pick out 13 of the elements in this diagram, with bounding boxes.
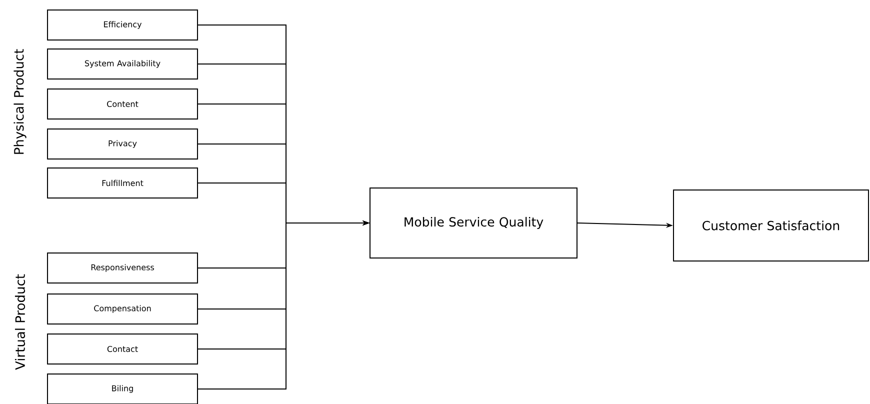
factor-box: Compensation: [47, 294, 198, 324]
factor-box: Responsiveness: [47, 252, 198, 284]
factor-box: Biling: [47, 374, 198, 404]
group-label: Virtual Product: [14, 274, 26, 370]
factor-box: Content: [47, 88, 198, 120]
factor-box: Fulfillment: [47, 168, 198, 198]
concept-box: Customer Satisfaction: [673, 190, 869, 262]
concept-box: Mobile Service Quality: [370, 188, 578, 258]
factor-box: System Availability: [47, 48, 198, 80]
factor-box: Contact: [47, 334, 198, 364]
factor-box: Efficiency: [47, 10, 198, 40]
factor-box: Privacy: [47, 128, 198, 160]
group-label: Physical Product: [14, 49, 26, 154]
